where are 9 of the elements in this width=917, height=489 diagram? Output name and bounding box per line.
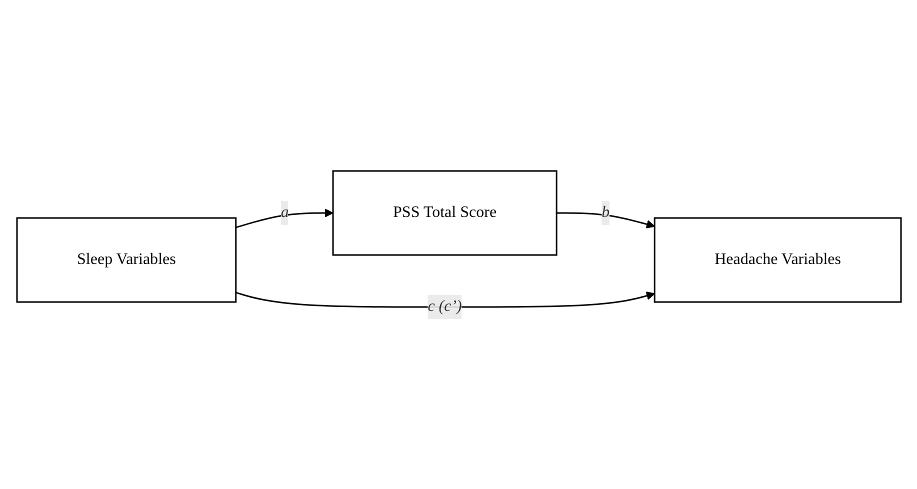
arrow [556,212,654,228]
node-box: Sleep Variables [16,216,236,302]
edge-label: a [280,203,288,220]
node-box: Headache Variables [653,216,902,302]
arrow [235,290,654,308]
arrow [235,208,333,228]
edge-label: c (c’) [427,298,462,315]
node-box: PSS Total Score [332,170,557,256]
edge-label: b [601,203,610,220]
